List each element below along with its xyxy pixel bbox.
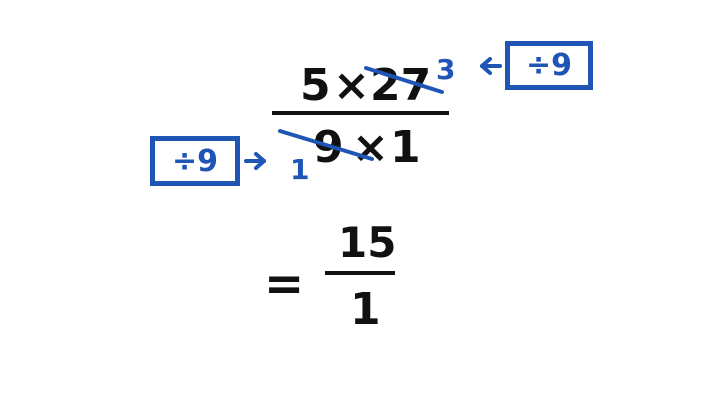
numerator-factor-5: 5 [300, 60, 331, 111]
result-denominator: 1 [350, 284, 381, 335]
result-numerator: 15 [338, 218, 397, 267]
divide-by-9-label-left: ÷9 [171, 143, 218, 179]
divide-by-9-label-right: ÷9 [525, 48, 572, 83]
numerator-times-sign: × [333, 60, 370, 111]
fraction-bar-top [272, 111, 449, 115]
divide-by-9-box-left: ÷9 [150, 136, 240, 186]
denominator-times-sign: × [352, 122, 389, 173]
equals-sign: = [264, 256, 305, 312]
arrow-right-icon [244, 152, 266, 170]
arrow-left-icon [480, 57, 502, 75]
cancel-result-1: 1 [290, 153, 310, 186]
divide-by-9-box-right: ÷9 [505, 41, 593, 90]
cancel-result-3: 3 [436, 53, 456, 86]
strike-through-9 [278, 129, 374, 161]
fraction-bar-result [325, 271, 395, 275]
denominator-factor-1: 1 [390, 122, 421, 173]
strike-through-27 [364, 66, 444, 94]
